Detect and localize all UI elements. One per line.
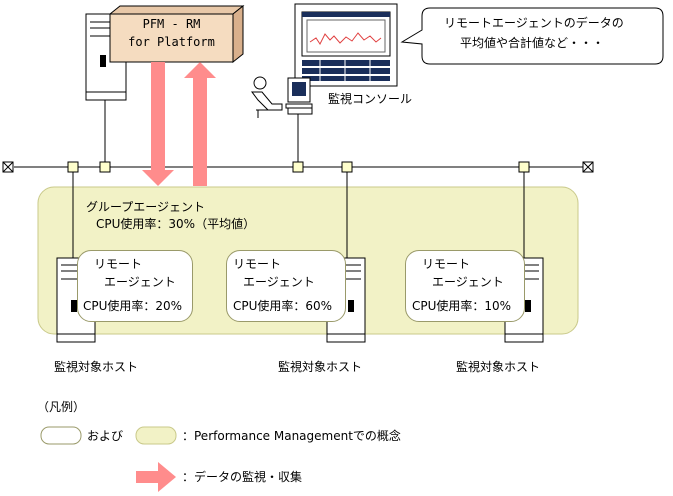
host-label: 監視対象ホスト bbox=[456, 360, 541, 374]
console-pc-icon bbox=[285, 77, 313, 118]
remote-agent-label-line1: リモート bbox=[94, 257, 143, 271]
host-label: 監視対象ホスト bbox=[54, 360, 139, 374]
remote-agent-label-line2: エージェント bbox=[104, 275, 176, 289]
remote-agent-bubble: リモート エージェント CPU使用率：20% bbox=[77, 250, 193, 322]
server-label-line2: for Platform bbox=[128, 35, 215, 49]
legend-and: および bbox=[87, 429, 124, 443]
legend-remote-agent-swatch bbox=[40, 426, 82, 445]
network-terminator-right bbox=[582, 161, 594, 173]
callout-balloon bbox=[400, 7, 664, 65]
server-label-line1: PFM - RM bbox=[142, 17, 201, 31]
network-node bbox=[99, 161, 111, 173]
remote-agent-cpu: CPU使用率：10% bbox=[412, 299, 512, 313]
remote-agent-bubble: リモート エージェント CPU使用率：60% bbox=[226, 250, 346, 322]
legend-title: （凡例） bbox=[37, 400, 86, 414]
legend-concept: ：Performance Managementでの概念 bbox=[182, 429, 401, 443]
network-node bbox=[518, 161, 530, 173]
callout-line1: リモートエージェントのデータの bbox=[444, 16, 624, 30]
group-agent-cpu: CPU使用率：30%（平均値） bbox=[96, 217, 256, 231]
pfm-server-box bbox=[108, 4, 245, 64]
network-node bbox=[292, 161, 304, 173]
remote-agent-label-line1: リモート bbox=[422, 257, 471, 271]
remote-agent-bubble: リモート エージェント CPU使用率：10% bbox=[405, 250, 525, 322]
remote-agent-cpu: CPU使用率：20% bbox=[83, 299, 183, 313]
group-agent-title: グループエージェント bbox=[86, 200, 206, 214]
legend-group-agent-swatch bbox=[135, 426, 177, 445]
legend-arrow-label: ：データの監視・収集 bbox=[182, 470, 303, 484]
network-terminator-left bbox=[2, 161, 14, 173]
console-label: 監視コンソール bbox=[328, 92, 413, 106]
remote-agent-label-line2: エージェント bbox=[432, 275, 504, 289]
network-node bbox=[67, 161, 79, 173]
monitor-icon bbox=[294, 3, 398, 87]
remote-agent-label-line2: エージェント bbox=[243, 275, 315, 289]
host-label: 監視対象ホスト bbox=[278, 360, 363, 374]
remote-agent-label-line1: リモート bbox=[233, 257, 282, 271]
data-arrow-up bbox=[184, 62, 216, 186]
remote-agent-cpu: CPU使用率：60% bbox=[233, 299, 333, 313]
callout-line2: 平均値や合計値など・・・ bbox=[460, 36, 605, 50]
data-arrow-down bbox=[142, 62, 174, 186]
legend-arrow-icon bbox=[136, 462, 176, 492]
network-node bbox=[341, 161, 353, 173]
operator-icon bbox=[251, 76, 283, 118]
